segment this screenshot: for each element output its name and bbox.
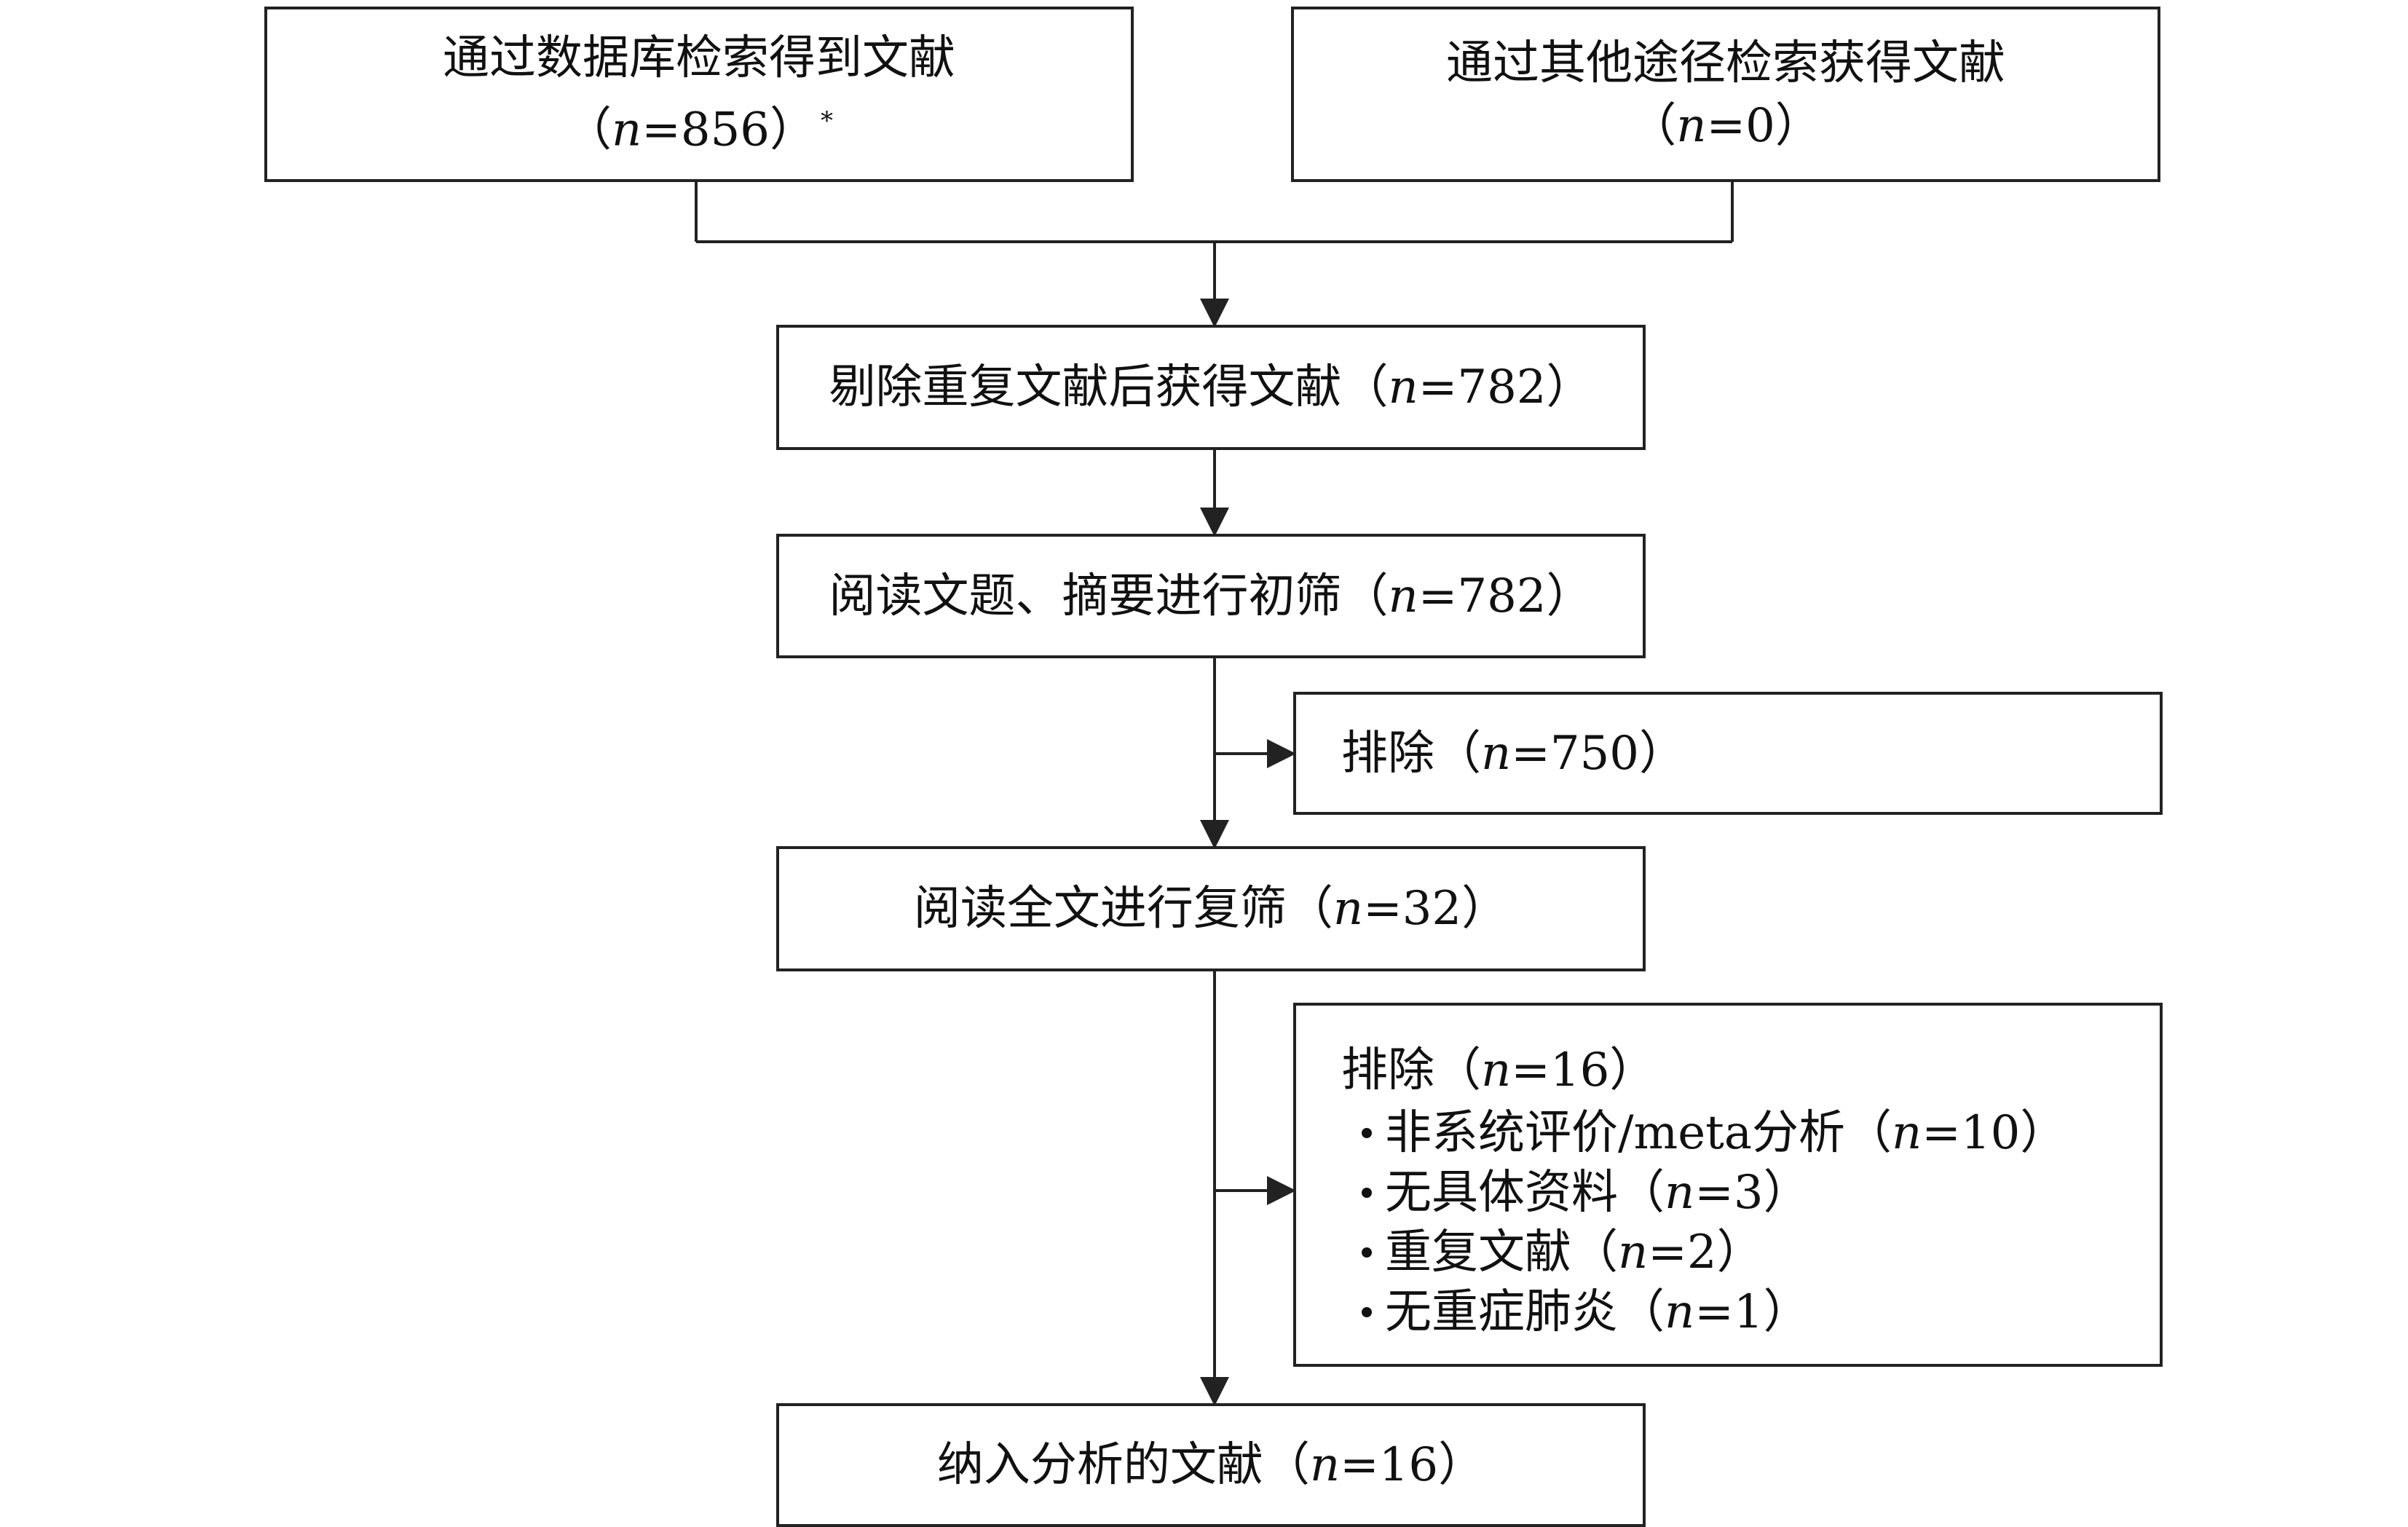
n-symbol: n <box>1388 569 1418 623</box>
n-symbol: n <box>1481 1043 1512 1097</box>
exclude-second-box: 排除（n=16） 非系统评价/meta分析（n=10） 无具体资料（n=3） 重… <box>1293 1003 2163 1367</box>
n-symbol: n <box>612 103 642 157</box>
bullet-icon <box>1362 1128 1372 1138</box>
list-item: 无具体资料（n=3） <box>1341 1163 2160 1223</box>
screening-box: 阅读文题、摘要进行初筛（n=782） <box>776 534 1646 658</box>
n-symbol: n <box>1333 882 1364 936</box>
list-item: 重复文献（n=2） <box>1341 1223 2160 1282</box>
database-search-count: （n=856）* <box>565 103 833 157</box>
n-symbol: n <box>1309 1438 1341 1492</box>
n-symbol: n <box>1665 1285 1695 1339</box>
dedup-label: 剔除重复文献后获得文献（n=782） <box>829 360 1593 414</box>
screening-label: 阅读文题、摘要进行初筛（n=782） <box>829 569 1593 623</box>
fulltext-screening-box: 阅读全文进行复筛（n=32） <box>776 846 1646 971</box>
bullet-icon <box>1362 1307 1372 1317</box>
n-symbol: n <box>1676 98 1707 153</box>
n-symbol: n <box>1665 1166 1695 1220</box>
n-symbol: n <box>1388 360 1418 414</box>
other-sources-box: 通过其他途径检索获得文献 （n=0） <box>1291 7 2160 182</box>
n-symbol: n <box>1481 726 1512 781</box>
included-label: 纳入分析的文献（n=16） <box>936 1438 1485 1492</box>
database-search-box: 通过数据库检索得到文献 （n=856）* <box>264 7 1134 182</box>
included-box: 纳入分析的文献（n=16） <box>776 1403 1646 1527</box>
bullet-icon <box>1362 1247 1372 1258</box>
other-sources-count: （n=0） <box>1630 98 1822 153</box>
exclude-second-heading: 排除（n=16） <box>1341 1043 1657 1097</box>
exclusion-reasons-list: 非系统评价/meta分析（n=10） 无具体资料（n=3） 重复文献（n=2） … <box>1341 1103 2160 1342</box>
list-item: 无重症肺炎（n=1） <box>1341 1282 2160 1342</box>
exclude-first-label: 排除（n=750） <box>1341 726 1686 781</box>
fulltext-screening-label: 阅读全文进行复筛（n=32） <box>913 882 1509 936</box>
n-symbol: n <box>1892 1106 1922 1160</box>
n-symbol: n <box>1618 1226 1649 1279</box>
exclude-first-box: 排除（n=750） <box>1293 692 2163 815</box>
footnote-marker: * <box>821 106 833 136</box>
dedup-box: 剔除重复文献后获得文献（n=782） <box>776 325 1646 450</box>
bullet-icon <box>1362 1188 1372 1198</box>
other-sources-label: 通过其他途径检索获得文献 <box>1446 36 2005 90</box>
list-item: 非系统评价/meta分析（n=10） <box>1341 1103 2160 1163</box>
database-search-label: 通过数据库检索得到文献 <box>443 31 955 86</box>
